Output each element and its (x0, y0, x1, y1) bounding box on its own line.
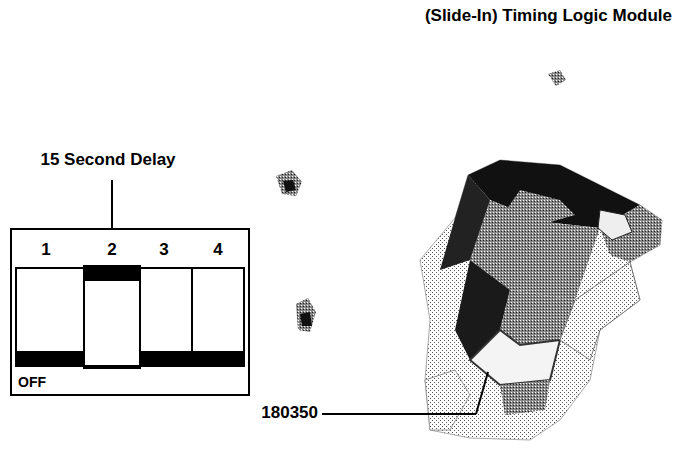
switch-number: 2 (107, 240, 116, 260)
switch-number: 3 (159, 240, 168, 260)
part-number: 180350 (261, 403, 318, 423)
setting-label: 15 Second Delay (40, 150, 175, 170)
dip-switch: 1 2 3 4OFF (10, 228, 250, 396)
leader-line (476, 372, 488, 414)
diagram-title: (Slide-In) Timing Logic Module (425, 6, 672, 26)
leader-line (322, 413, 476, 415)
switch-number: 4 (213, 240, 222, 260)
switch-number: 1 (41, 240, 50, 260)
switch-off-label: OFF (18, 374, 46, 390)
timing-logic-module (420, 160, 662, 440)
